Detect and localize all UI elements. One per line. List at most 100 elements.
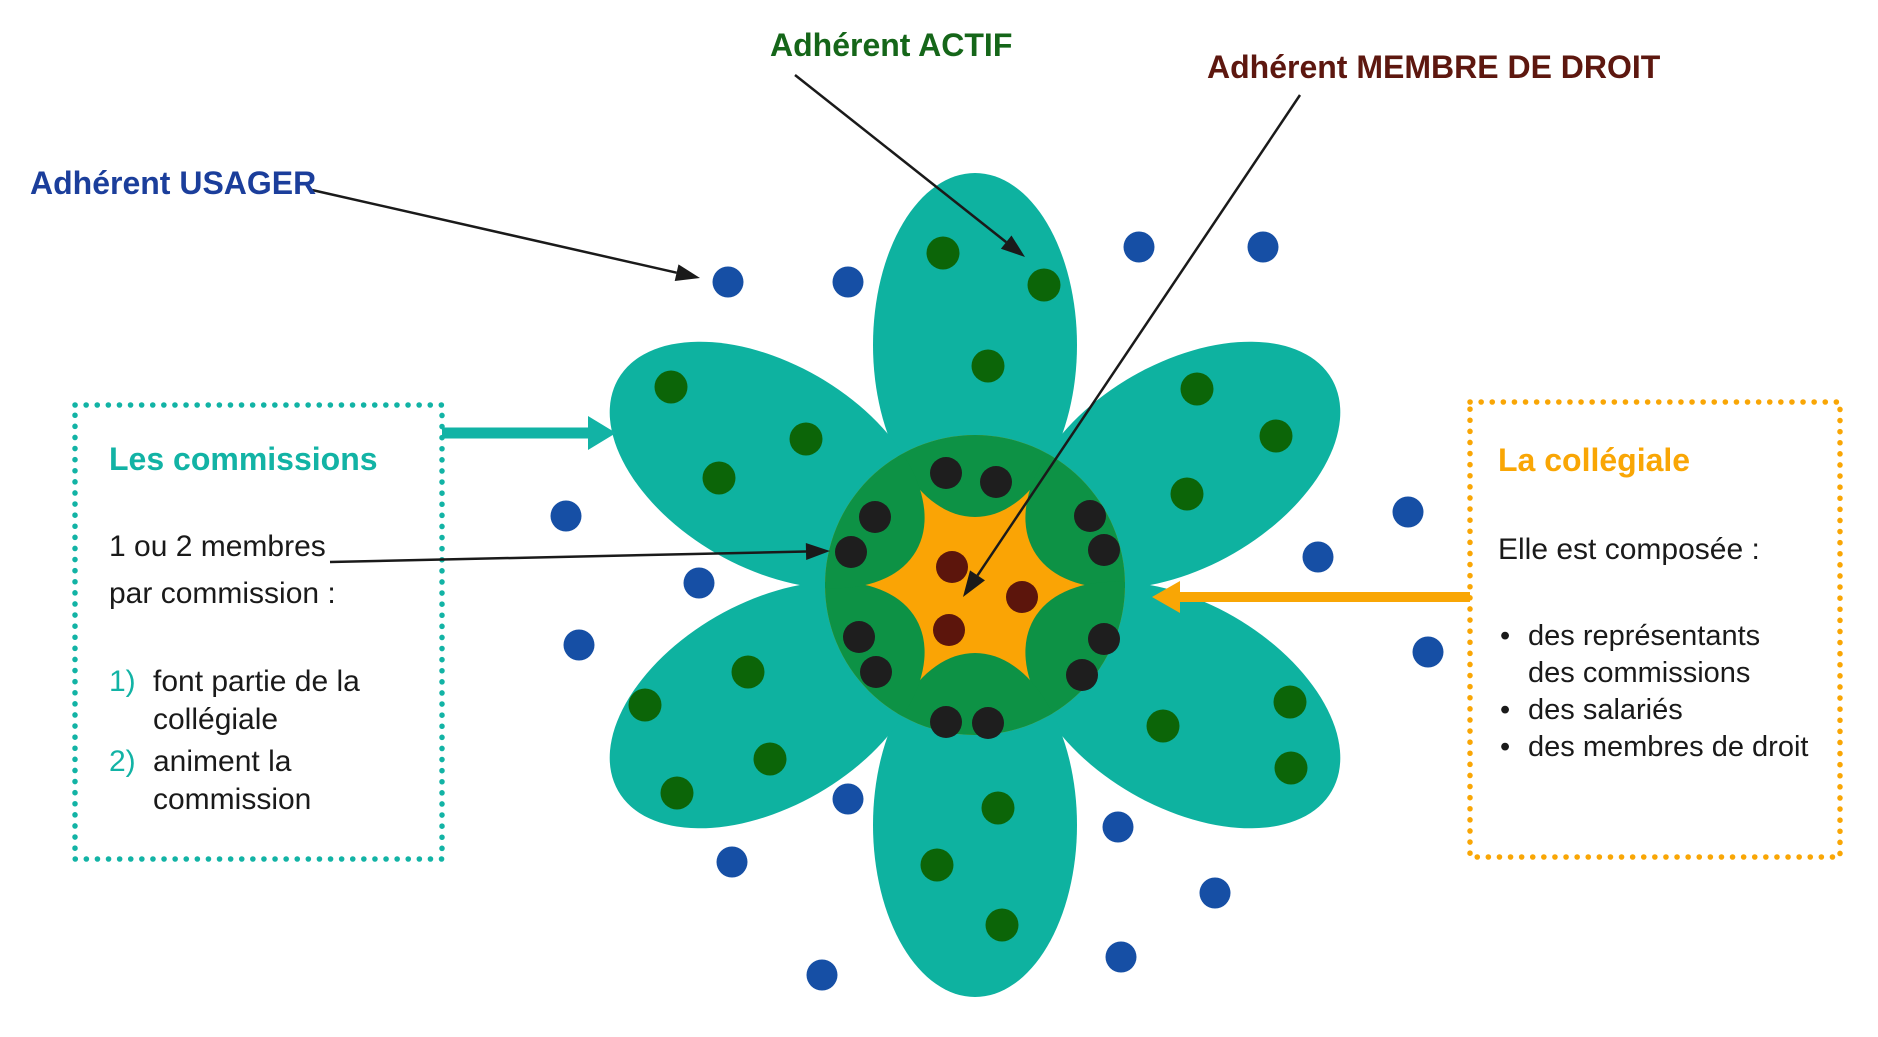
bullet-icon: • — [1500, 731, 1511, 763]
usager-dot — [712, 266, 744, 298]
representant-dot — [1066, 659, 1098, 691]
actif-dot — [920, 848, 954, 882]
commissions-box-title: Les commissions — [109, 441, 378, 477]
members-arrow-line — [329, 550, 807, 564]
commissions-arrow-head-icon — [588, 416, 616, 450]
usager-dot — [1392, 496, 1424, 528]
membre-de-droit-dot — [1006, 581, 1038, 613]
label-adherent-actif: Adhérent ACTIF — [770, 27, 1013, 63]
representant-dot — [843, 621, 875, 653]
actif-dot — [660, 776, 694, 810]
actif-dot — [1259, 419, 1293, 453]
representants-dots — [835, 457, 1120, 739]
list-item-number: 1) — [109, 665, 136, 698]
collegiale-arrow — [1152, 581, 1470, 613]
representant-dot — [930, 457, 962, 489]
commissions-list-item: 2) animent la commission — [109, 743, 442, 819]
usager-dot — [832, 266, 864, 298]
commissions-list-item: 1) font partie de la collégiale — [109, 663, 442, 739]
bullet-icon: • — [1500, 620, 1511, 652]
actif-dot — [731, 655, 765, 689]
actif-dot — [702, 461, 736, 495]
actif-dot — [1027, 268, 1061, 302]
actif-dot — [1274, 751, 1308, 785]
collegiale-box-title: La collégiale — [1498, 442, 1691, 478]
commissions-arrow — [442, 416, 616, 450]
list-item-text: animent la commission — [153, 745, 312, 816]
commissions-box-intro: 1 ou 2 membres par commission : — [109, 530, 336, 610]
usager-dot — [563, 629, 595, 661]
droit-arrow — [963, 94, 1302, 597]
droit-arrow-head-icon — [963, 570, 985, 597]
representant-dot — [1088, 623, 1120, 655]
collegiale-box-intro: Elle est composée : — [1498, 533, 1760, 566]
usager-dot — [832, 783, 864, 815]
list-item-text: font partie de la collégiale — [153, 665, 360, 736]
actif-dot — [753, 742, 787, 776]
representant-dot — [859, 501, 891, 533]
collegiale-list-item: • des membres de droit — [1498, 729, 1840, 766]
droit-dots — [933, 551, 1038, 646]
commissions-list: 1) font partie de la collégiale 2) animent … — [109, 663, 442, 819]
petal-overlap — [825, 435, 925, 589]
petal-overlap — [1025, 435, 1125, 589]
actif-dot — [654, 370, 688, 404]
actif-dot — [1170, 477, 1204, 511]
usager-dot — [1412, 636, 1444, 668]
commission-petal — [873, 173, 1077, 517]
usager-dot — [1102, 811, 1134, 843]
collegiale-box-border — [1467, 399, 1843, 860]
usager-dot — [1123, 231, 1155, 263]
list-item-text: des représentants des commissions — [1528, 620, 1761, 689]
actif-dot — [1273, 685, 1307, 719]
commission-petal — [873, 653, 1077, 997]
actif-dots — [628, 236, 1308, 942]
representant-dot — [980, 466, 1012, 498]
usager-arrow — [311, 188, 700, 281]
usager-dot — [1199, 877, 1231, 909]
representant-dot — [835, 536, 867, 568]
collegiale-list-item: • des salariés — [1498, 692, 1840, 729]
actif-arrow-line — [794, 74, 1007, 244]
label-adherent-usager: Adhérent USAGER — [30, 165, 317, 201]
membre-de-droit-dot — [933, 614, 965, 646]
label-adherent-membre-de-droit: Adhérent MEMBRE DE DROIT — [1207, 49, 1661, 85]
usager-dot — [550, 500, 582, 532]
actif-dot — [926, 236, 960, 270]
list-item-number: 2) — [109, 745, 136, 778]
droit-arrow-line — [976, 94, 1302, 577]
representant-dot — [860, 656, 892, 688]
usager-dots — [550, 231, 1444, 991]
collegiale-box: La collégiale Elle est composée : • des r… — [1470, 402, 1840, 857]
usager-dot — [1247, 231, 1279, 263]
commissions-box: Les commissions 1 ou 2 membres par commi… — [75, 405, 442, 859]
membre-de-droit-dot — [936, 551, 968, 583]
collegiale-list: • des représentants des commissions • des s… — [1498, 618, 1840, 766]
members-arrow — [329, 543, 830, 564]
collegiale-list-item: • des représentants des commissions — [1498, 618, 1840, 692]
actif-dot — [985, 908, 1019, 942]
collegiale-arrow-head-icon — [1152, 581, 1180, 613]
actif-arrow — [794, 74, 1025, 257]
representant-dot — [1088, 534, 1120, 566]
usager-dot — [1302, 541, 1334, 573]
actif-dot — [628, 688, 662, 722]
list-item-text: des membres de droit — [1528, 731, 1809, 763]
usager-dot — [683, 567, 715, 599]
actif-dot — [1146, 709, 1180, 743]
representant-dot — [972, 707, 1004, 739]
usager-arrow-line — [311, 188, 677, 274]
list-item-text: des salariés — [1528, 694, 1683, 726]
actif-dot — [789, 422, 823, 456]
usager-dot — [806, 959, 838, 991]
actif-dot — [981, 791, 1015, 825]
usager-dot — [1105, 941, 1137, 973]
representant-dot — [1074, 500, 1106, 532]
members-arrow-head-icon — [805, 543, 830, 561]
bullet-icon: • — [1500, 694, 1511, 726]
actif-dot — [971, 349, 1005, 383]
usager-dot — [716, 846, 748, 878]
usager-arrow-head-icon — [674, 264, 700, 281]
